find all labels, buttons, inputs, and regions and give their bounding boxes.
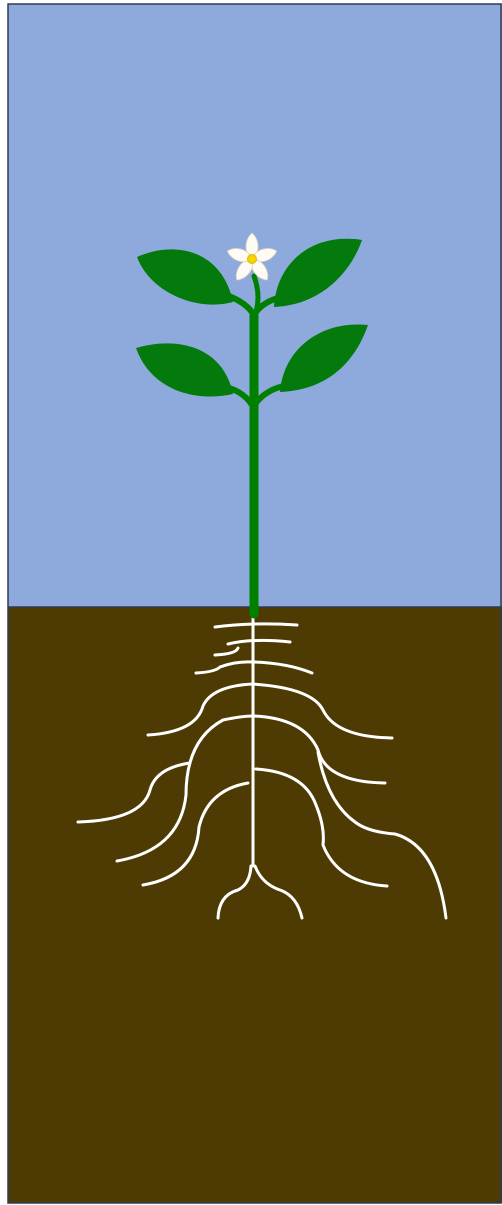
soil-region (8, 607, 502, 1203)
flower-center (248, 255, 257, 264)
